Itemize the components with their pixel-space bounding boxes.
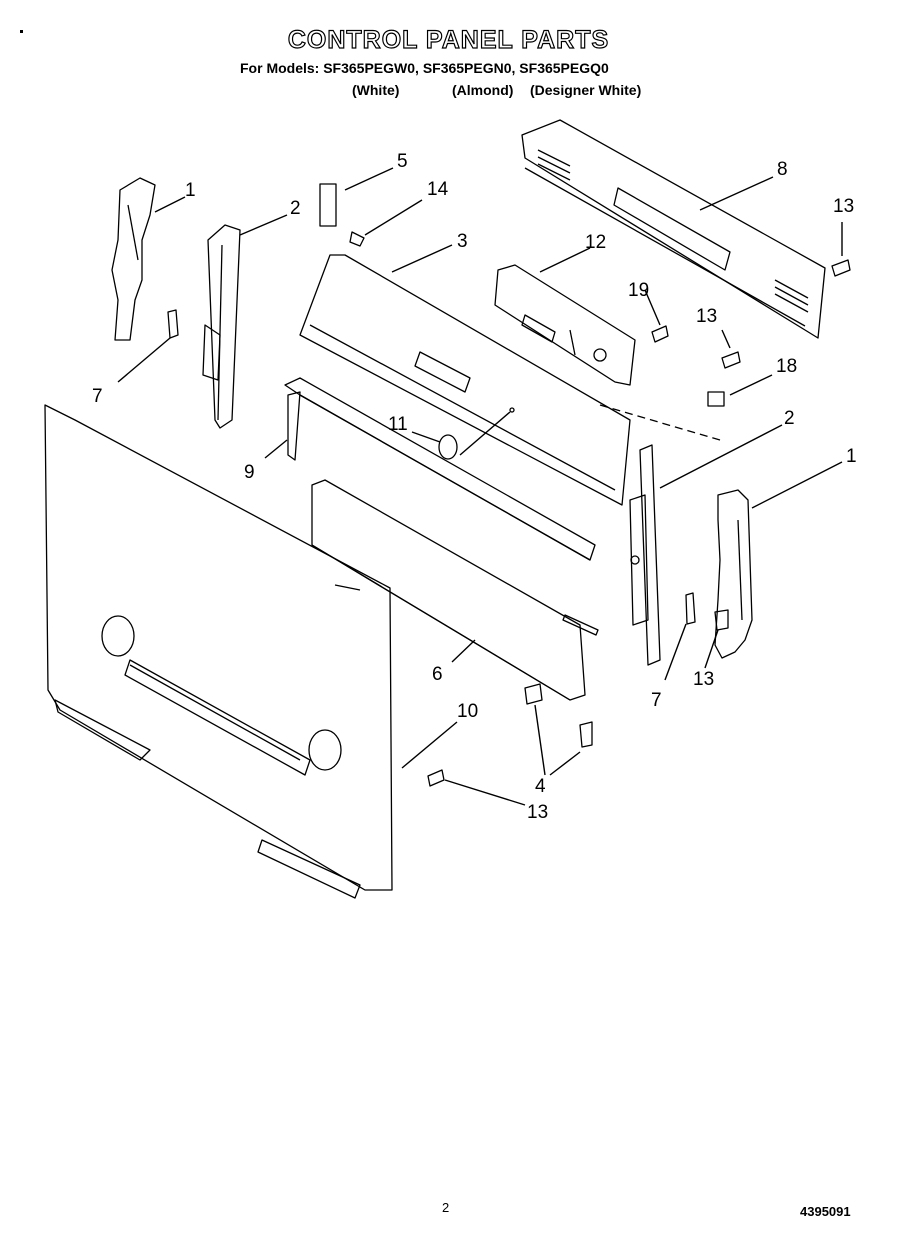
callout-3: 3 xyxy=(457,231,468,252)
part-3-console xyxy=(299,254,721,506)
part-19-screw xyxy=(651,325,669,343)
part-8-rear-panel xyxy=(521,119,826,339)
part-9-bracket xyxy=(284,377,596,561)
callout-13-mid: 13 xyxy=(696,306,717,327)
callout-18: 18 xyxy=(776,356,797,377)
part-7-left-clip xyxy=(167,309,179,339)
callout-11: 11 xyxy=(388,414,408,435)
callout-14: 14 xyxy=(427,179,449,200)
part-6-panel xyxy=(311,479,599,701)
callout-6: 6 xyxy=(432,664,443,685)
part-13-screws xyxy=(427,259,851,787)
callout-1-right: 1 xyxy=(846,446,857,467)
callout-13-right: 13 xyxy=(693,669,714,690)
callout-7-left: 7 xyxy=(92,386,103,407)
models-line: For Models: SF365PEGW0, SF365PEGN0, SF36… xyxy=(240,60,609,76)
callout-9: 9 xyxy=(244,462,255,483)
part-5-switch xyxy=(319,183,337,227)
callout-13-top: 13 xyxy=(833,196,854,217)
callout-10: 10 xyxy=(457,701,478,722)
color-white-label: (White) xyxy=(352,82,400,98)
part-18-clip xyxy=(707,391,725,407)
leader-lines xyxy=(117,167,843,806)
callout-2-right: 2 xyxy=(784,408,795,429)
part-10-front-panel xyxy=(44,404,393,899)
part-11-knob xyxy=(438,434,458,460)
part-2-right-bracket xyxy=(629,444,661,666)
color-almond-label: (Almond) xyxy=(452,82,514,98)
callout-5: 5 xyxy=(397,151,408,172)
callout-2-left: 2 xyxy=(290,198,301,219)
color-designer-label: (Designer White) xyxy=(530,82,642,98)
part-4-screws xyxy=(524,683,593,748)
part-1-left-trim xyxy=(111,177,156,341)
part-14-screw xyxy=(349,231,365,247)
callout-13-bottom: 13 xyxy=(527,802,548,823)
callout-numbers: 1 2 5 14 3 8 13 12 19 13 18 7 11 9 2 1 6… xyxy=(92,151,857,823)
page-number: 2 xyxy=(442,1200,450,1215)
part-12-electronic-control xyxy=(494,264,636,386)
callout-7-right: 7 xyxy=(651,690,662,711)
callout-19: 19 xyxy=(628,280,649,301)
part-7-right-clip xyxy=(685,592,696,625)
part-1-right-trim xyxy=(714,489,753,659)
callout-8: 8 xyxy=(777,159,788,180)
page-title: CONTROL PANEL PARTS xyxy=(287,25,610,54)
document-number: 4395091 xyxy=(800,1204,851,1219)
callout-12: 12 xyxy=(585,232,606,253)
callout-4: 4 xyxy=(535,776,546,797)
callout-1-left: 1 xyxy=(185,180,196,201)
scan-mark xyxy=(20,30,23,33)
part-2-left-bracket xyxy=(202,224,241,429)
